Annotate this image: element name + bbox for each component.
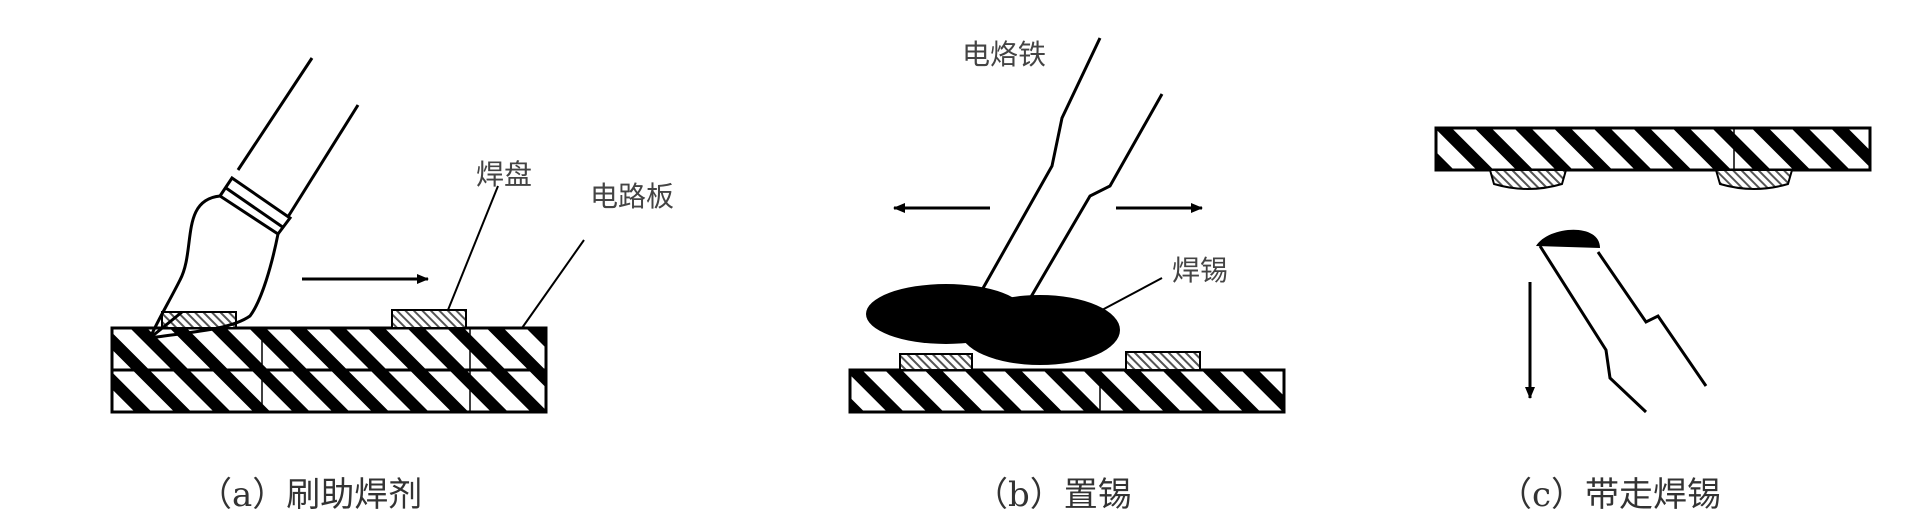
circuit-board	[848, 368, 1286, 414]
pad-left	[161, 311, 237, 329]
label-soldering-iron: 电烙铁	[962, 38, 1046, 71]
soldering-iron-icon	[1538, 245, 1708, 414]
panel-b: 电烙铁 焊锡 （b）置锡	[848, 37, 1286, 515]
caption-a: （a）刷助焊剂	[198, 475, 422, 515]
caption-b: （b）置锡	[974, 475, 1132, 515]
soldering-iron-icon	[980, 37, 1164, 303]
pad-right	[391, 309, 467, 329]
pad-right	[1714, 169, 1794, 190]
caption-c: （c）带走焊锡	[1498, 475, 1721, 515]
solder-bead	[1536, 229, 1600, 248]
circuit-board-bottom-layer	[110, 368, 548, 414]
pad-left	[899, 353, 973, 371]
pad-right	[1125, 351, 1201, 371]
label-pad: 焊盘	[476, 158, 532, 191]
brush-icon	[148, 57, 360, 340]
panel-a: 焊盘 电路板 （a）刷助焊剂	[110, 57, 674, 515]
panel-c: （c）带走焊锡	[1434, 126, 1872, 515]
label-solder: 焊锡	[1172, 254, 1228, 287]
pad-left	[1488, 169, 1568, 190]
circuit-board	[1434, 126, 1872, 172]
solder-blob-right	[960, 295, 1120, 365]
label-circuit-board: 电路板	[590, 180, 674, 213]
